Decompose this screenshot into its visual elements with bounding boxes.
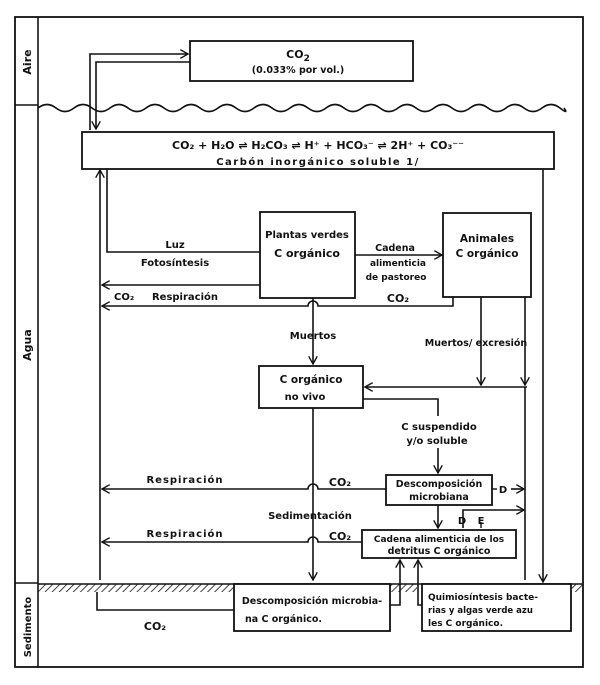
detritus-respiration-co2: CO₂ — [329, 530, 351, 543]
microbial-decomposition-box — [385, 474, 493, 506]
grazing-label-2: alimenticia — [370, 259, 426, 269]
arrow-water-to-air — [89, 54, 188, 130]
atmospheric-co2-concentration: (0.033% por vol.) — [252, 65, 344, 76]
sediment-hatch-right — [572, 584, 583, 592]
photosynthesis-flow — [106, 169, 260, 253]
suspended-carbon-flow — [363, 398, 439, 416]
e-label-detritus: E — [478, 516, 485, 527]
zone-label-air: Aire — [21, 49, 34, 74]
chemosynthesis-line1: Quimiosíntesis bacte- — [428, 593, 538, 603]
dead-excretion-label: Muertos/ excresión — [425, 338, 528, 349]
detritus-food-chain-subtitle: detritus C orgánico — [388, 546, 491, 557]
sediment-to-detritus-flow — [390, 560, 400, 606]
plant-respiration-label: Respiración — [152, 291, 218, 303]
nonliving-organic-box — [258, 365, 364, 409]
photosynthesis-label: Fotosíntesis — [141, 257, 209, 269]
chemosynthesis-line3: les C orgánico. — [428, 619, 503, 629]
nonliving-organic-subtitle: no vivo — [285, 392, 326, 403]
atmospheric-co2-box — [189, 40, 414, 82]
suspended-label-2: y/o soluble — [406, 436, 467, 447]
zone-label-water: Agua — [21, 329, 34, 361]
detritus-respiration-label: Respiración — [146, 528, 223, 540]
chemosynthesis-box — [421, 583, 572, 632]
sediment-decomposition-line2: na C orgánico. — [245, 614, 322, 625]
inorganic-carbon-box — [81, 131, 555, 170]
water-surface-wave — [37, 103, 567, 113]
detritus-food-chain-box — [361, 529, 517, 559]
sediment-co2-label: CO₂ — [144, 620, 166, 633]
atmospheric-co2-label: CO2 — [286, 48, 310, 64]
animals-title: Animales — [460, 233, 514, 245]
de-output-flow — [462, 510, 524, 528]
green-plants-title: Plantas verdes — [265, 230, 349, 241]
arrow-air-to-water — [96, 61, 190, 129]
microbial-respiration-co2: CO₂ — [329, 476, 351, 489]
animals-subtitle: C orgánico — [456, 248, 519, 260]
suspended-label-1: C suspendido — [401, 422, 477, 433]
d-label-detritus: D — [458, 516, 466, 527]
microbial-decomposition-subtitle: microbiana — [409, 492, 469, 503]
chemosynthesis-line2: rias y algas verde azu — [428, 606, 533, 616]
sedimentation-label: Sedimentación — [268, 510, 352, 522]
d-output-label: D — [499, 485, 507, 496]
plant-respiration-co2: CO₂ — [114, 292, 134, 303]
microbial-respiration-flow — [102, 483, 386, 489]
zone-label-sediment: Sedimento — [23, 597, 34, 658]
sediment-decomposition-line1: Descomposición microbia- — [242, 596, 382, 607]
sediment-hatch-left — [38, 584, 234, 592]
animal-respiration-co2: CO₂ — [387, 292, 409, 305]
microbial-respiration-label: Respiración — [146, 474, 223, 486]
detritus-respiration-flow — [102, 536, 362, 542]
nonliving-organic-title: C orgánico — [280, 374, 343, 386]
outer-frame — [14, 16, 584, 668]
animals-box — [442, 212, 532, 298]
light-label: Luz — [165, 240, 184, 251]
sediment-co2-return-flow — [96, 592, 234, 611]
detritus-food-chain-title: Cadena alimenticia de los — [374, 535, 504, 545]
dead-label: Muertos — [290, 331, 336, 342]
chemosynthesis-to-detritus-flow — [418, 560, 422, 606]
microbial-decomposition-title: Descomposición — [396, 479, 483, 490]
sediment-decomposition-box — [233, 583, 391, 632]
carbonate-equilibrium-equation: CO₂ + H₂O ⇌ H₂CO₃ ⇌ H⁺ + HCO₃⁻ ⇌ 2H⁺ + C… — [172, 139, 464, 152]
inorganic-carbon-label: Carbón inorgánico soluble 1/ — [216, 156, 420, 168]
green-plants-subtitle: C orgánico — [274, 247, 340, 260]
animal-respiration-flow — [102, 297, 454, 306]
grazing-label-3: de pastoreo — [366, 273, 427, 283]
grazing-label-1: Cadena — [375, 243, 415, 254]
